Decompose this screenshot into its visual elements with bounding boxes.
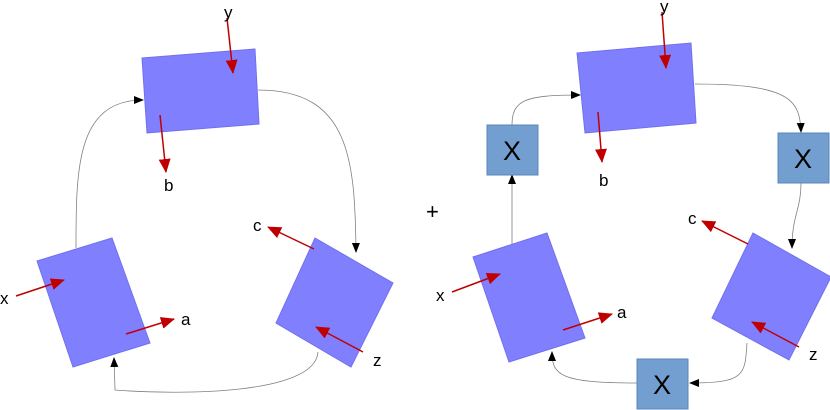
right-connector-top-to-x2 [694, 83, 805, 133]
right-z-label: z [809, 345, 818, 364]
left-z-input-arrow [315, 326, 364, 353]
right-connector-x2-to-right [788, 182, 802, 249]
right-a-output-arrow [562, 312, 613, 331]
right-b-label: b [599, 171, 608, 190]
right-y-input-arrow [659, 11, 672, 69]
left-y-label: y [224, 3, 233, 22]
x-box-bottom-label: X [653, 370, 671, 400]
left-connector-left-to-top [75, 96, 144, 249]
right-c-label: c [688, 209, 697, 228]
left-y-input-arrow [225, 17, 238, 74]
right-top-block [576, 42, 697, 134]
right-z-input-arrow [751, 321, 800, 348]
right-a-label: a [617, 303, 627, 322]
right-right-block [711, 232, 830, 361]
left-right-block [275, 237, 394, 368]
x-box-top-right: X [777, 132, 830, 184]
plus-operator: + [426, 199, 439, 224]
right-connector-x1-to-top [511, 91, 581, 126]
right-left-block [472, 232, 586, 363]
left-z-label: z [373, 351, 382, 370]
left-c-output-arrow [267, 226, 315, 250]
right-x-label: x [436, 286, 445, 305]
x-box-top-left: X [486, 124, 539, 176]
left-top-block [141, 48, 260, 134]
left-x-label: x [0, 289, 9, 308]
left-connector-right-to-left [110, 351, 319, 393]
right-y-label: y [660, 0, 669, 16]
left-c-label: c [253, 216, 262, 235]
x-box-top-right-label: X [794, 144, 812, 174]
right-x-input-arrow [451, 272, 501, 293]
left-left-block [36, 237, 151, 368]
x-box-top-left-label: X [503, 136, 521, 166]
right-c-output-arrow [701, 220, 749, 245]
right-connector-right-to-x3 [689, 342, 748, 387]
left-a-output-arrow [125, 317, 175, 335]
right-b-output-arrow [594, 111, 607, 163]
right-diagram: X X X y b x a c z [436, 0, 830, 410]
left-x-input-arrow [15, 278, 65, 297]
left-b-label: b [164, 176, 173, 195]
left-diagram: y b x a c z [0, 3, 394, 393]
x-box-bottom: X [636, 358, 689, 410]
left-a-label: a [181, 310, 191, 329]
left-b-output-arrow [158, 114, 171, 173]
left-connector-top-to-right [257, 89, 360, 253]
right-connector-x3-to-left [548, 351, 638, 384]
